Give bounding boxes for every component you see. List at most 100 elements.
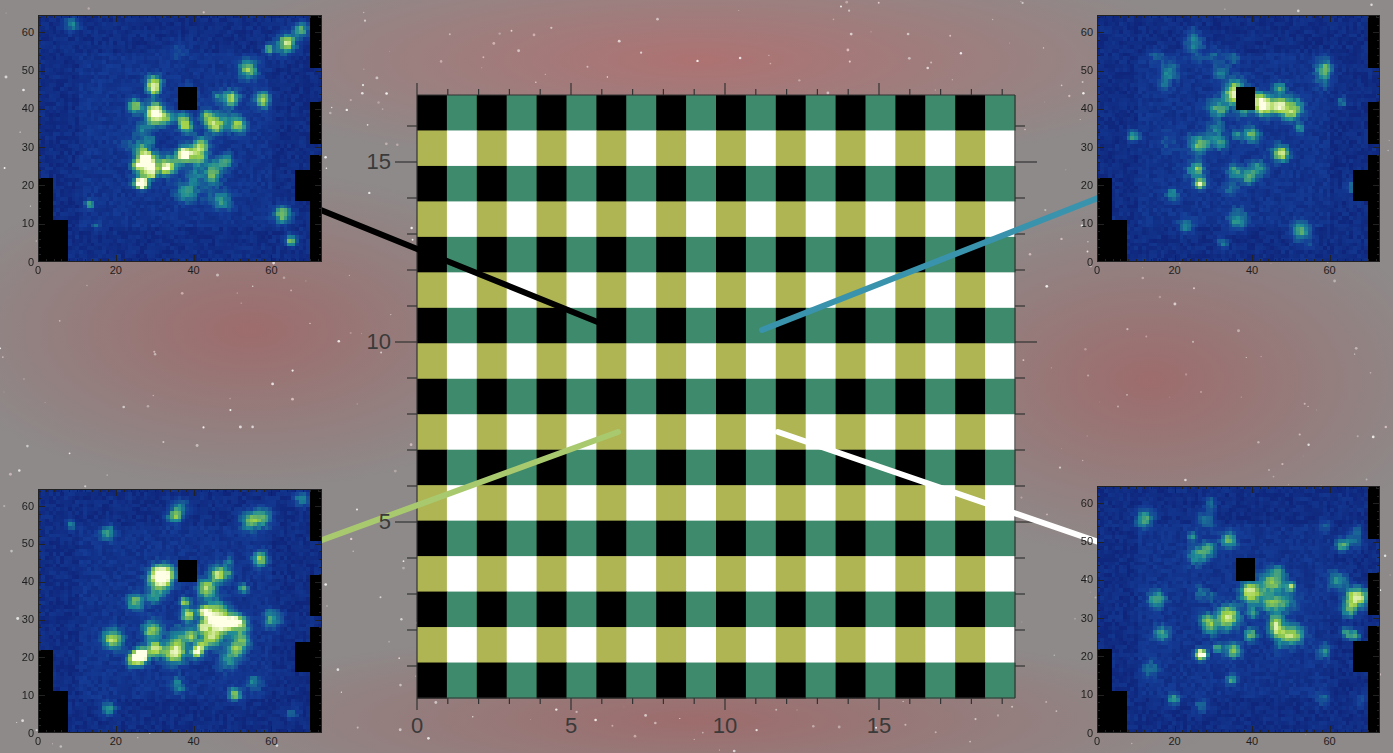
- star: [1237, 329, 1240, 332]
- star: [1068, 95, 1070, 97]
- star: [1357, 435, 1359, 437]
- star: [1387, 150, 1388, 151]
- star: [398, 657, 400, 659]
- grid-cell: [477, 521, 507, 557]
- star: [654, 722, 657, 725]
- grid-cell: [567, 485, 597, 521]
- grid-cell: [477, 130, 507, 166]
- grid-cell: [477, 592, 507, 628]
- grid-cell: [656, 166, 686, 202]
- star: [363, 12, 364, 13]
- star: [1065, 169, 1066, 170]
- grid-cell: [866, 521, 896, 557]
- y-tick-label: 30: [1081, 613, 1093, 624]
- tick-mark: [1015, 305, 1025, 306]
- tick-mark: [395, 521, 417, 522]
- star: [229, 409, 231, 411]
- grid-cell: [507, 663, 537, 699]
- tick-mark: [1015, 197, 1025, 198]
- grid-cell: [417, 201, 447, 237]
- grid-cell: [866, 130, 896, 166]
- star: [1241, 396, 1242, 397]
- tick-mark: [909, 698, 910, 704]
- star: [1009, 42, 1011, 44]
- grid-cell: [507, 95, 537, 131]
- grid-cell: [955, 308, 985, 344]
- star: [1089, 591, 1091, 593]
- grid-cell: [596, 627, 626, 663]
- star: [1260, 356, 1261, 357]
- grid-cell: [716, 521, 746, 557]
- star: [833, 19, 835, 21]
- grid-cell: [866, 95, 896, 131]
- star: [1333, 280, 1336, 283]
- grid-cell: [626, 308, 656, 344]
- grid-cell: [596, 521, 626, 557]
- grid-cell: [716, 237, 746, 273]
- star: [849, 61, 851, 63]
- grid-cell: [537, 308, 567, 344]
- grid-cell: [656, 308, 686, 344]
- grid-cell: [985, 272, 1015, 308]
- grid-cell: [447, 414, 477, 450]
- grid-cell: [537, 485, 567, 521]
- grid-cell: [746, 379, 776, 415]
- grid-cell: [686, 166, 716, 202]
- grid-cell: [836, 379, 866, 415]
- grid-cell: [626, 414, 656, 450]
- x-tick-label: 5: [565, 715, 577, 737]
- star: [352, 551, 353, 552]
- grid-cell: [806, 592, 836, 628]
- y-tick-label: 30: [1081, 142, 1093, 153]
- tick-mark: [694, 89, 695, 95]
- tick-mark: [1015, 413, 1025, 414]
- y-tick-label: 60: [22, 501, 34, 512]
- grid-cell: [537, 663, 567, 699]
- tick-mark: [724, 83, 725, 95]
- star: [394, 470, 397, 473]
- grid-cell: [417, 627, 447, 663]
- grid-cell: [746, 450, 776, 486]
- grid-cell: [567, 343, 597, 379]
- grid-cell: [656, 343, 686, 379]
- grid-cell: [537, 414, 567, 450]
- y-tick-label: 10: [22, 690, 34, 701]
- grid-cell: [806, 627, 836, 663]
- star: [271, 383, 274, 386]
- star: [1043, 47, 1044, 48]
- star: [1159, 296, 1162, 299]
- y-tick-label: 50: [22, 538, 34, 549]
- star: [229, 398, 231, 400]
- star: [1192, 341, 1194, 343]
- y-tick-label: 30: [22, 614, 34, 625]
- star: [291, 369, 293, 371]
- grid-cell: [895, 663, 925, 699]
- grid-cell: [985, 308, 1015, 344]
- star: [930, 62, 932, 64]
- grid-cell: [746, 627, 776, 663]
- star: [203, 11, 205, 13]
- star: [45, 402, 46, 403]
- star: [1020, 1, 1021, 2]
- grid-cell: [895, 308, 925, 344]
- grid-cell: [567, 556, 597, 592]
- star: [324, 156, 327, 159]
- grid-cell: [596, 130, 626, 166]
- star: [251, 426, 254, 429]
- grid-cell: [866, 343, 896, 379]
- star: [380, 596, 382, 598]
- x-tick-label: 40: [1246, 265, 1258, 276]
- grid-cell: [417, 95, 447, 131]
- grid-cell: [836, 521, 866, 557]
- grid-cell: [776, 663, 806, 699]
- x-tick-label: 0: [1094, 265, 1100, 276]
- star: [702, 732, 704, 734]
- star: [368, 192, 370, 194]
- star: [770, 63, 772, 65]
- star: [739, 57, 742, 60]
- grid-cell: [656, 95, 686, 131]
- star: [840, 5, 842, 7]
- star: [935, 731, 937, 733]
- grid-cell: [447, 272, 477, 308]
- grid-cell: [716, 166, 746, 202]
